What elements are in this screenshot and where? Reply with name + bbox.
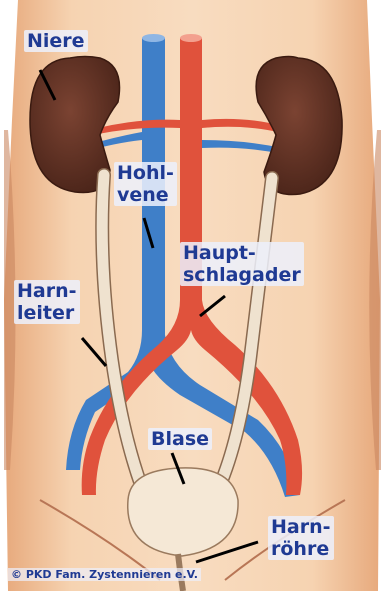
copyright-notice: © PKD Fam. Zystennieren e.V. bbox=[8, 568, 201, 581]
label-blase-text: Blase bbox=[151, 428, 209, 450]
vena-cava-top bbox=[142, 34, 165, 42]
label-hauptschlagader: Haupt- schlagader bbox=[180, 242, 304, 286]
label-hohlvene-line1: Hohl- bbox=[117, 162, 174, 184]
label-harnroehre-line2: röhre bbox=[271, 538, 331, 560]
label-harnroehre-line1: Harn- bbox=[271, 516, 331, 538]
label-niere: Niere bbox=[24, 30, 88, 52]
label-blase: Blase bbox=[148, 428, 212, 450]
label-niere-text: Niere bbox=[27, 30, 85, 52]
label-harnleiter-line2: leiter bbox=[17, 302, 77, 324]
label-hauptschlagader-line1: Haupt- bbox=[183, 242, 301, 264]
label-hauptschlagader-line2: schlagader bbox=[183, 264, 301, 286]
label-harnleiter-line1: Harn- bbox=[17, 280, 77, 302]
label-harnroehre: Harn- röhre bbox=[268, 516, 334, 560]
label-hohlvene: Hohl- vene bbox=[114, 162, 177, 206]
aorta-top bbox=[180, 34, 202, 42]
label-hohlvene-line2: vene bbox=[117, 184, 174, 206]
label-harnleiter: Harn- leiter bbox=[14, 280, 80, 324]
